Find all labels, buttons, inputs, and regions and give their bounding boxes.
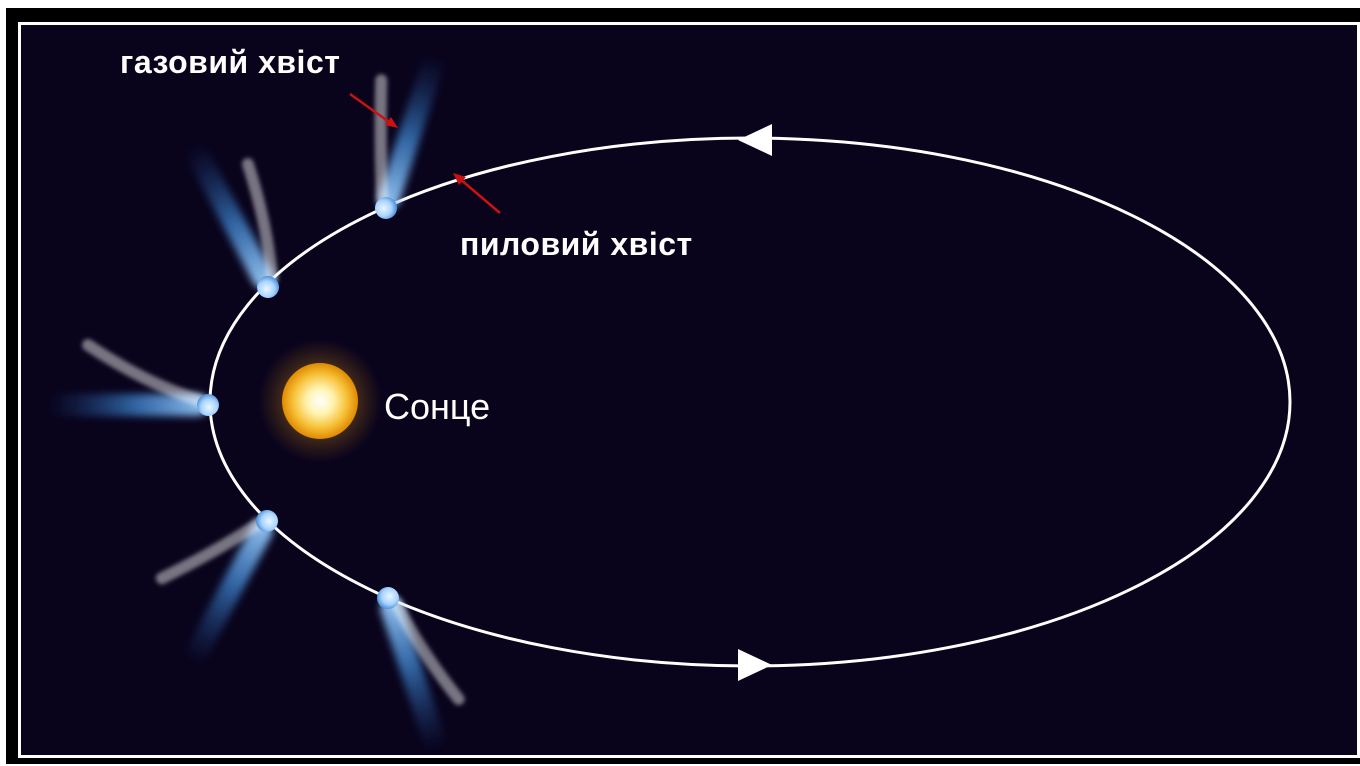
- sun-label: Сонце: [384, 386, 491, 427]
- orbit-direction-arrow-bottom: [738, 649, 772, 681]
- gas-tail-label: газовий хвіст: [120, 44, 341, 80]
- dust-tail-label: пиловий хвіст: [460, 226, 693, 262]
- dust-tail-pointer-arrow: [453, 173, 501, 214]
- comet-upper-left-icon: [187, 144, 279, 298]
- comet-perihelion-icon: [48, 339, 219, 416]
- orbit-direction-arrow-top: [738, 124, 772, 156]
- sun-icon: [282, 363, 358, 439]
- comet-top-icon: [374, 55, 444, 219]
- comet-lower-left-icon: [155, 510, 278, 664]
- comet-bottom-icon: [377, 587, 465, 751]
- diagram-canvas: [18, 22, 1360, 758]
- gas-tail-pointer-arrow: [349, 92, 398, 128]
